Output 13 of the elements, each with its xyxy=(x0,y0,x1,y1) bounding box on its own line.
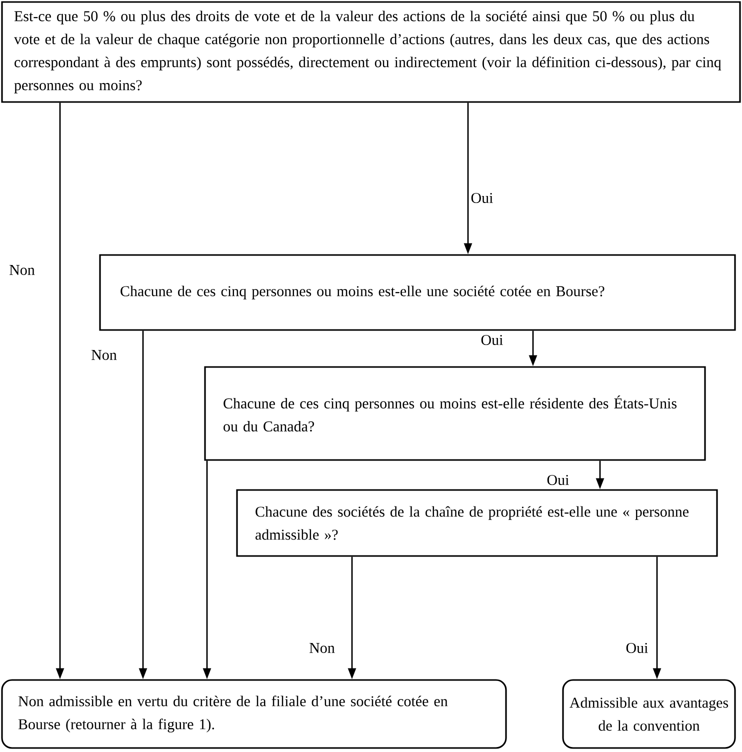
outcome-box: Non admissible en vertu du critère de la filiale d’une société cotée en Bourse (retourner à la figure 1). xyxy=(1,679,507,749)
decision-box: Chacune des sociétés de la chaîne de propriété est-elle une « personne admissible »? xyxy=(236,489,718,557)
edge-label: Oui xyxy=(480,334,504,346)
decision-box: Chacune de ces cinq personnes ou moins est-elle une société cotée en Bourse? xyxy=(99,254,736,331)
edge-label: Non xyxy=(308,642,336,654)
decision-box: Est-ce que 50 % ou plus des droits de vote et de la valeur des actions de la société ainsi que 50 % ou plus du vote et de la valeur de chaque catégorie non proportionnelle d’actions (autres, dans les deux cas, que des actions correspondant à des emprunts) sont possédés, directement ou indirectement (voir la définition ci-dessous), par cinq personnes ou moins? xyxy=(1,1,741,103)
edge-label: Non xyxy=(8,264,36,276)
edge-label: Oui xyxy=(546,474,570,486)
edge-label: Oui xyxy=(624,642,650,654)
outcome-box: Admissible aux avantages de la convention xyxy=(562,679,736,749)
edge-label: Oui xyxy=(470,192,494,204)
edge-label: Non xyxy=(90,349,118,361)
decision-box: Chacune de ces cinq personnes ou moins est-elle résidente des États-Unis ou du Canada? xyxy=(204,366,706,461)
